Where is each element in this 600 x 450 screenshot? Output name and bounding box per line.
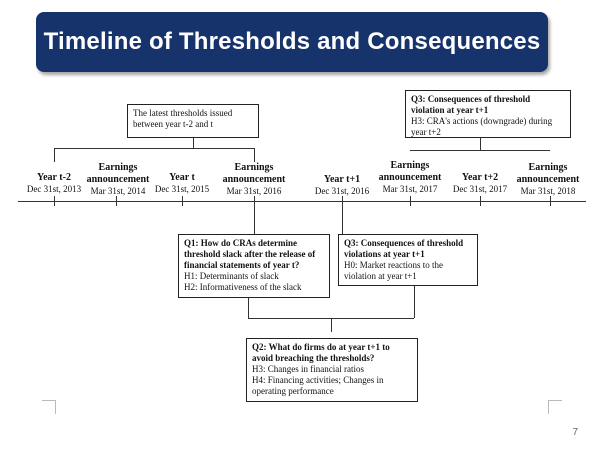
connector [480, 138, 481, 150]
slide-title: Timeline of Thresholds and Consequences [43, 28, 541, 55]
title-banner: Timeline of Thresholds and Consequences [36, 12, 548, 72]
timeline-tick [410, 196, 411, 206]
page-number: 7 [572, 427, 578, 438]
bracket-right [254, 148, 255, 162]
q3-top-box: Q3: Consequences of threshold violation … [405, 90, 571, 138]
timeline-tick [54, 196, 55, 206]
bracket-line [54, 148, 254, 149]
bracket-line [410, 150, 550, 151]
bracket-left [54, 148, 55, 162]
corner-mark [55, 400, 56, 414]
bracket-left [248, 298, 249, 318]
timeline-tick [182, 196, 183, 206]
connector [331, 318, 332, 332]
thresholds-box: The latest thresholds issued between yea… [127, 104, 259, 138]
connector [254, 206, 255, 234]
corner-mark [548, 400, 549, 414]
corner-mark [548, 400, 562, 401]
timeline-axis [18, 201, 586, 202]
q3-mid-box: Q3: Consequences of threshold violations… [338, 234, 478, 286]
bracket-right [414, 286, 415, 318]
timeline-tick [550, 196, 551, 206]
connector [193, 138, 194, 148]
connector [342, 206, 343, 234]
timeline-tick [342, 196, 343, 206]
timeline-tick [116, 196, 117, 206]
corner-mark [42, 400, 56, 401]
q1-box: Q1: How do CRAs determine threshold slac… [178, 234, 330, 298]
timeline-tick [254, 196, 255, 206]
timeline-tick [480, 196, 481, 206]
q2-box: Q2: What do firms do at year t+1 to avoi… [246, 338, 418, 402]
